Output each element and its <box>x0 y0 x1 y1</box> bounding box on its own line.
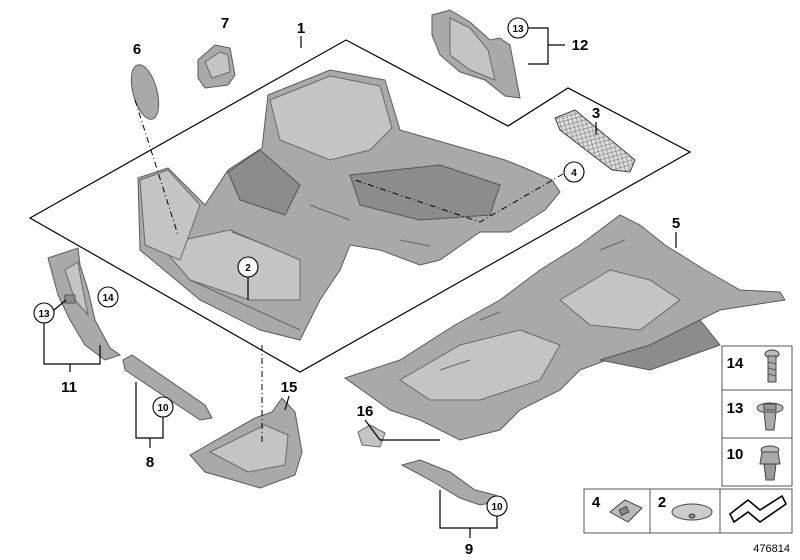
callout-7: 7 <box>221 15 229 32</box>
bracket-cover[interactable] <box>197 44 236 89</box>
luggage-net[interactable] <box>554 109 636 173</box>
legend-box-10 <box>721 437 793 487</box>
callout-11: 11 <box>61 379 77 396</box>
fastener-legend: 14 13 10 <box>721 345 793 487</box>
side-trim-panel[interactable] <box>431 9 521 99</box>
callout-circle-4 <box>563 161 585 183</box>
round-plug-icon <box>671 503 713 521</box>
callout-4: 4 <box>571 168 577 179</box>
zigzag-symbol-icon <box>728 494 788 524</box>
floor-mat[interactable] <box>189 397 303 489</box>
callout-1: 1 <box>297 20 305 37</box>
round-pad[interactable] <box>126 62 164 122</box>
callout-2: 2 <box>245 263 251 274</box>
legend-label-10: 10 <box>727 446 744 463</box>
callout-10-bottom: 10 <box>491 502 503 513</box>
callout-13-top: 13 <box>512 24 524 35</box>
callout-12: 12 <box>572 37 589 54</box>
legend-label-13: 13 <box>727 400 744 417</box>
callout-15: 15 <box>281 379 298 396</box>
callout-13-left: 13 <box>38 309 50 320</box>
callout-circle-14 <box>97 286 119 308</box>
clip-holder-icon <box>609 499 643 523</box>
trim-strip[interactable] <box>400 459 507 506</box>
callout-5: 5 <box>672 215 680 232</box>
legend-label-4: 4 <box>592 494 601 511</box>
floor-carpet-rear[interactable] <box>343 214 786 441</box>
callout-14: 14 <box>102 293 114 304</box>
assembly-frame <box>28 39 692 373</box>
legend-label-2: 2 <box>658 494 666 511</box>
callout-9: 9 <box>465 541 473 558</box>
pillar-trim[interactable] <box>47 247 122 361</box>
callout-3: 3 <box>592 105 600 122</box>
callout-10-left: 10 <box>157 403 169 414</box>
legend-label-14: 14 <box>727 355 744 372</box>
callout-6: 6 <box>133 41 141 58</box>
floor-carpet-front[interactable] <box>137 69 561 341</box>
push-clip-icon <box>756 402 784 431</box>
screw-icon <box>764 349 780 383</box>
reference-number: 476814 <box>753 543 790 555</box>
callout-8: 8 <box>146 454 154 471</box>
sill-strip[interactable] <box>122 354 213 421</box>
expanding-rivet-icon <box>759 445 781 481</box>
bottom-legend: 4 2 <box>583 488 793 534</box>
callout-16: 16 <box>357 403 374 420</box>
